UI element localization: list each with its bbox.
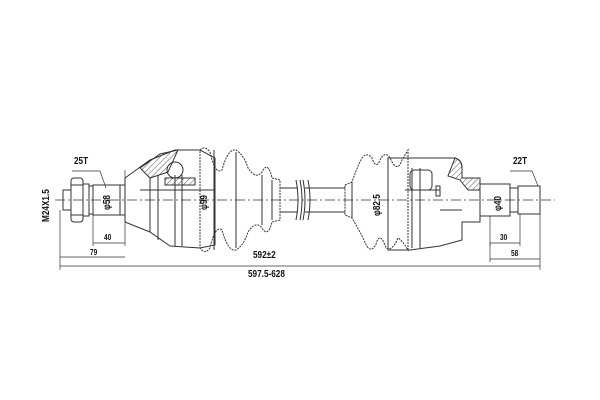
right-dim-58: 58 <box>511 249 519 258</box>
left-outer-joint <box>124 149 216 249</box>
left-shaft-diameter-label: φ58 <box>102 195 113 210</box>
right-spline-label: 22T <box>513 156 528 167</box>
right-inner-joint <box>387 157 481 251</box>
center-shaft <box>280 179 345 221</box>
left-dim-40: 40 <box>104 233 112 242</box>
overall-range-label: 597.5-628 <box>248 269 285 280</box>
overall-length-label: 592±2 <box>253 250 276 261</box>
right-shaft-diameter-label: φ40 <box>493 196 504 211</box>
right-joint-diameter-label: φ82.5 <box>372 194 383 216</box>
left-joint-diameter-label: φ99 <box>199 195 210 210</box>
left-boot <box>199 147 281 252</box>
dimension-lines <box>59 170 541 270</box>
left-dim-79: 79 <box>90 248 98 257</box>
left-thread-label: M24X1.5 <box>41 189 52 222</box>
right-spline-stub <box>479 183 541 217</box>
left-spline-label: 25T <box>74 156 89 167</box>
left-threaded-stub <box>62 177 126 223</box>
right-dim-30: 30 <box>500 233 508 242</box>
